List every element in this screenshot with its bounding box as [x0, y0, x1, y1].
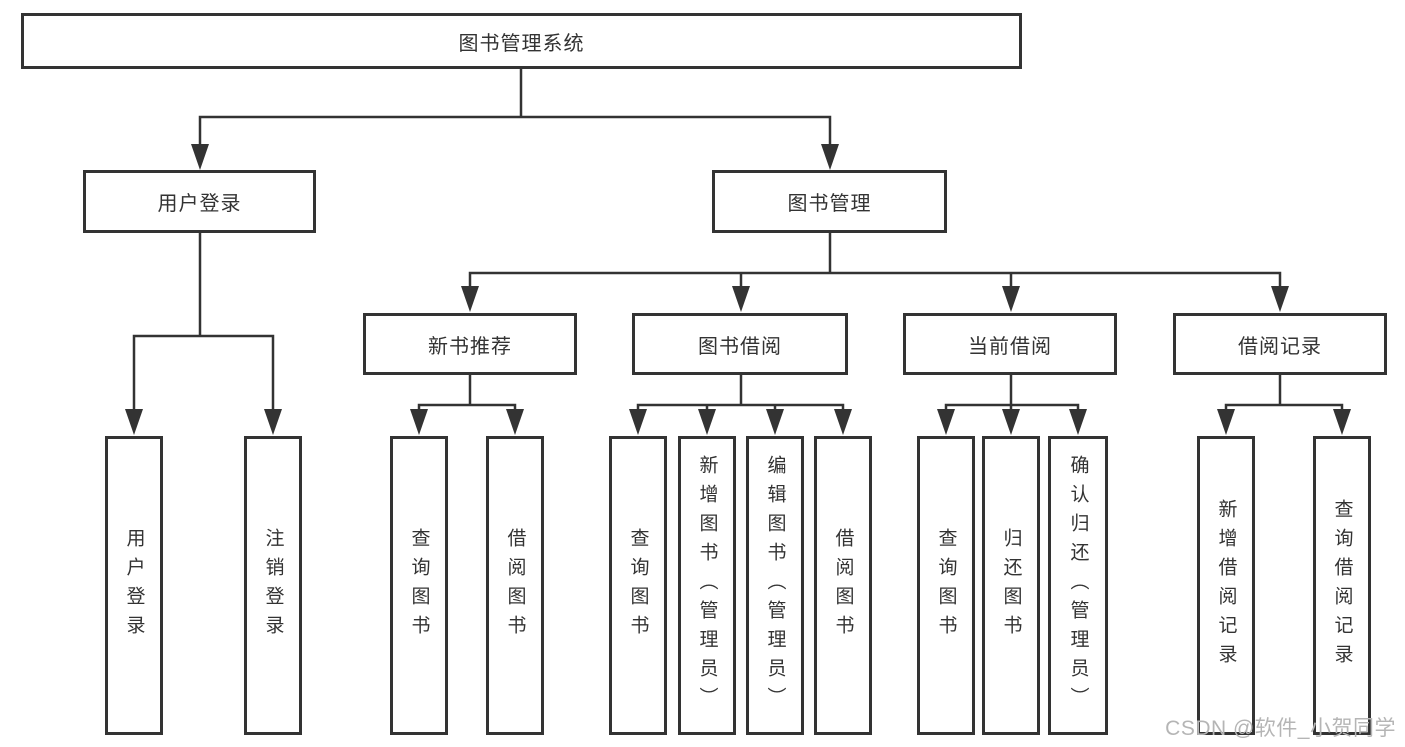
- node-user-login: 用户登录: [83, 170, 316, 233]
- node-library-management-system: 图书管理系统: [21, 13, 1022, 69]
- leaf-add-book-admin: 新增图书（管理员）: [678, 436, 736, 735]
- leaf-query-books-current: 查询图书: [917, 436, 975, 735]
- node-borrow-records: 借阅记录: [1173, 313, 1387, 375]
- leaf-logout-login: 注销登录: [244, 436, 302, 735]
- node-new-book-recommend: 新书推荐: [363, 313, 577, 375]
- node-book-management: 图书管理: [712, 170, 947, 233]
- csdn-watermark: CSDN @软件_小贺同学: [1165, 717, 1396, 740]
- leaf-query-borrow-record: 查询借阅记录: [1313, 436, 1371, 735]
- leaf-add-borrow-record: 新增借阅记录: [1197, 436, 1255, 735]
- leaf-confirm-return-admin: 确认归还（管理员）: [1048, 436, 1108, 735]
- leaf-edit-book-admin: 编辑图书（管理员）: [746, 436, 804, 735]
- node-book-borrowing: 图书借阅: [632, 313, 848, 375]
- leaf-user-login: 用户登录: [105, 436, 163, 735]
- leaf-return-books: 归还图书: [982, 436, 1040, 735]
- leaf-borrow-books-recommend: 借阅图书: [486, 436, 544, 735]
- leaf-query-books-borrowing: 查询图书: [609, 436, 667, 735]
- leaf-borrow-books-borrowing: 借阅图书: [814, 436, 872, 735]
- node-current-borrowing: 当前借阅: [903, 313, 1117, 375]
- leaf-query-books-recommend: 查询图书: [390, 436, 448, 735]
